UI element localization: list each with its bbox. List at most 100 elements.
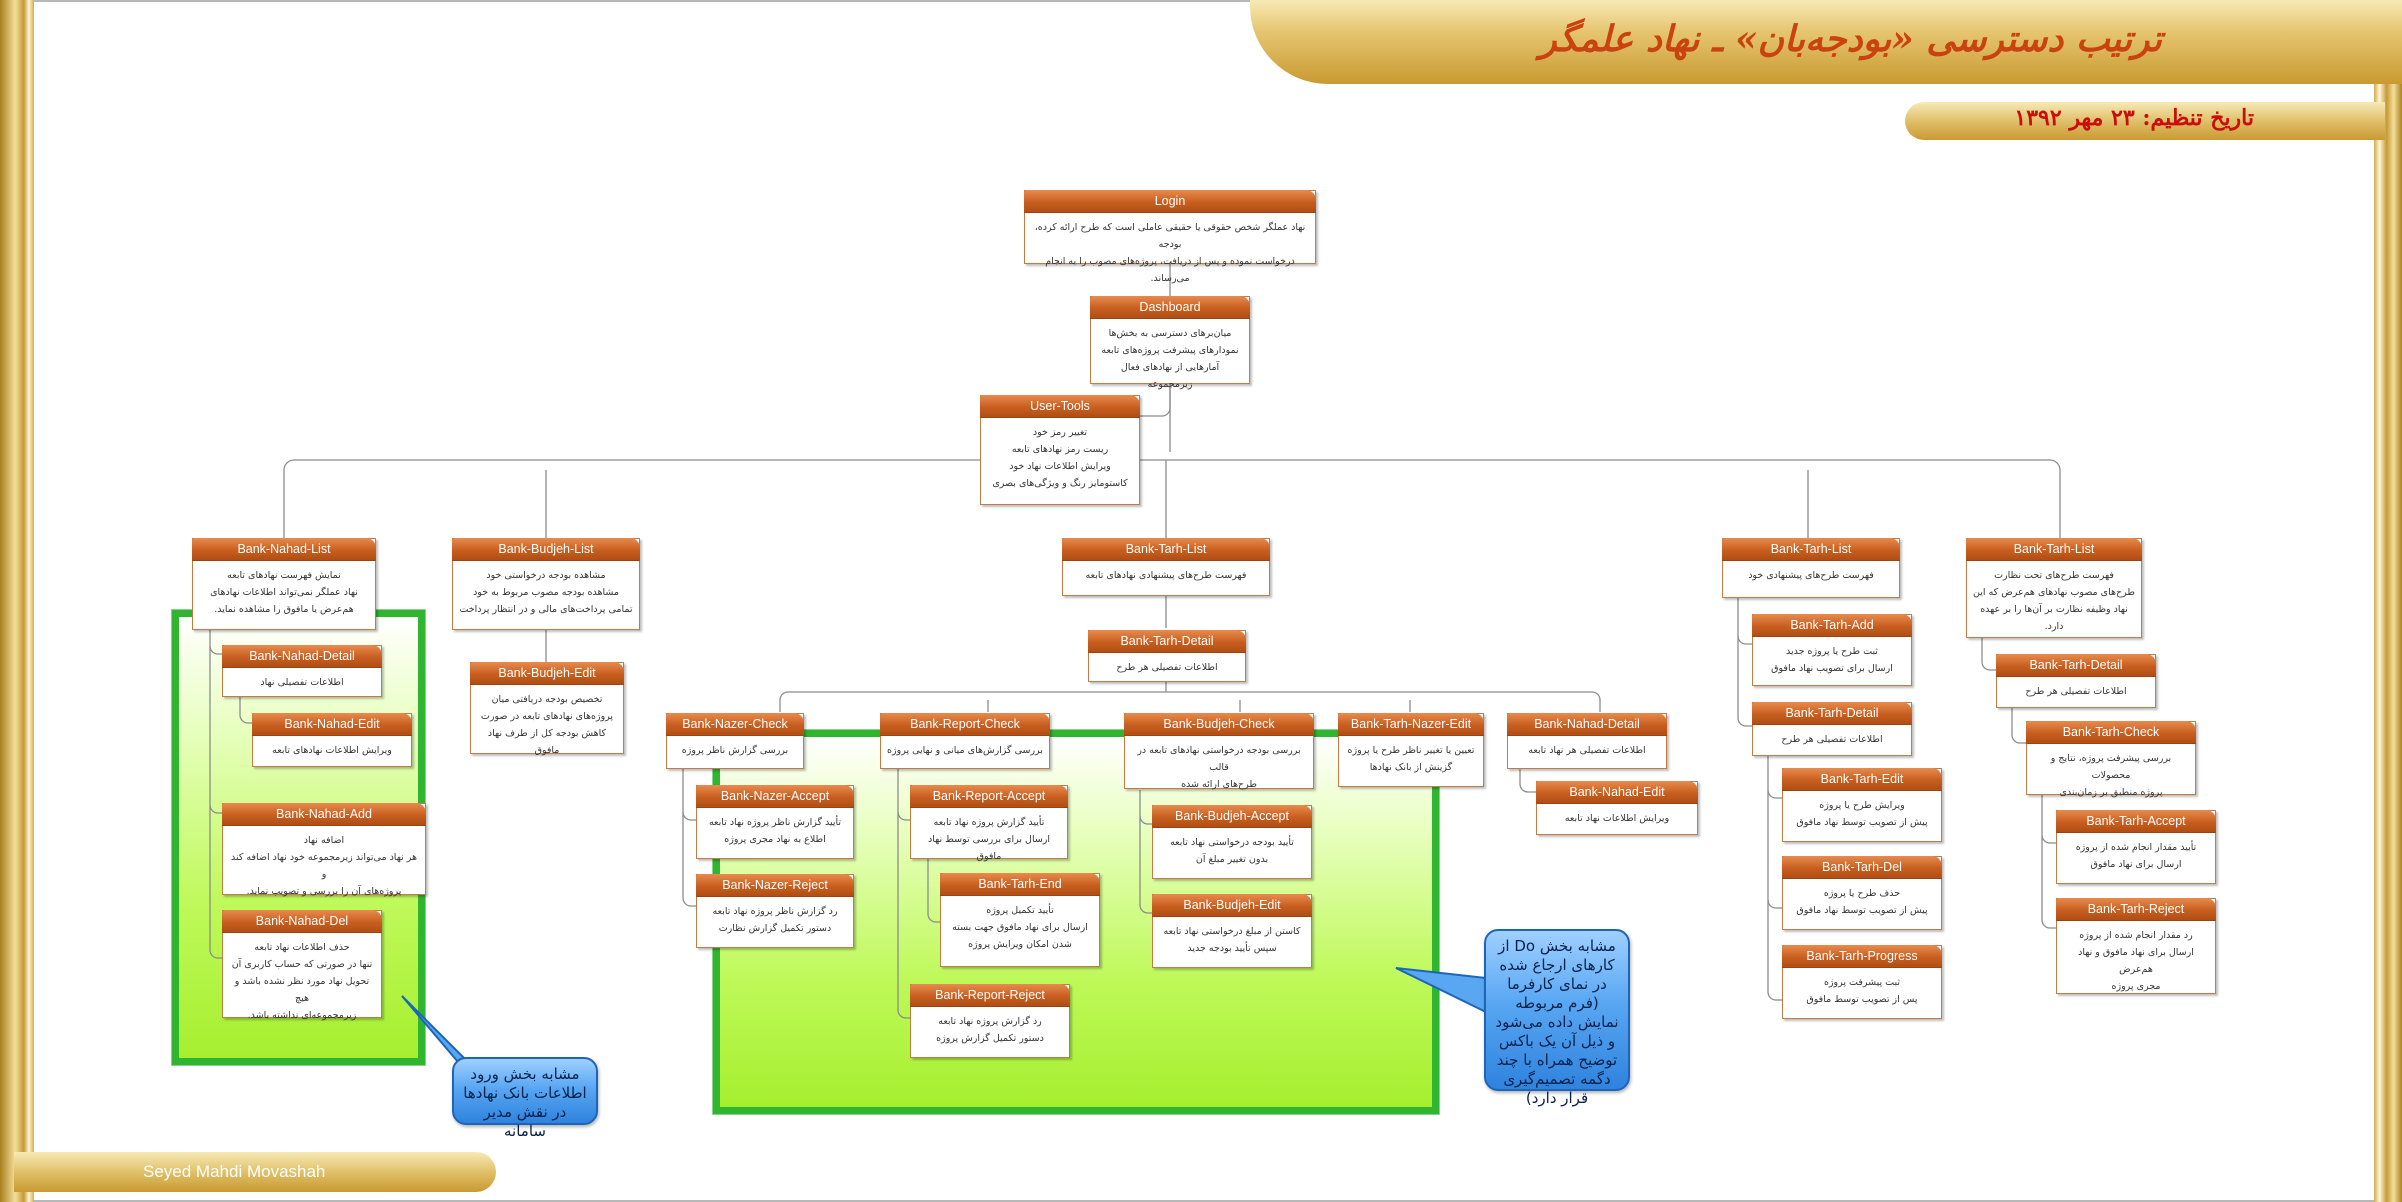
description-line: ثبت پیشرفت پروژه [1823,977,1900,988]
node-title: Login [1024,190,1316,213]
node-description: اطلاعات تفصیلی هر نهاد تابعه [1508,736,1666,763]
description-line: بررسی گزارش ناظر پروژه [681,745,789,756]
description-line: ویرایش طرح یا پروژه [1819,800,1905,811]
node-bank-nahad-list[interactable]: Bank-Nahad-List نمایش فهرست نهادهای تابع… [192,538,376,630]
node-title: Bank-Tarh-Detail [1752,702,1912,725]
node-title: Dashboard [1090,296,1250,319]
node-title: Bank-Tarh-Accept [2056,810,2216,833]
description-line: ارسال برای نهاد مافوق و نهاد هم‌عرض [2078,947,2194,975]
description-line: حذف طرح یا پروژه [1823,888,1901,899]
description-line: میان‌برهای دسترسی به بخش‌ها [1108,328,1232,339]
node-description: کاستن از مبلغ درخواستی نهاد تابعه سپس تأ… [1153,917,1311,961]
node-bank-nahad-detail[interactable]: Bank-Nahad-Detail اطلاعات تفصیلی نهاد [222,645,382,697]
callout-note-check: مشابه بخش Do از کارهای ارجاع شده در نمای… [1484,929,1630,1107]
node-bank-nazer-check[interactable]: Bank-Nazer-Check بررسی گزارش ناظر پروژه [666,713,804,769]
description-line: اطلاعات تفصیلی هر طرح [1781,734,1883,745]
description-line: رد گزارش پروژه نهاد تابعه [938,1016,1042,1027]
node-bank-tarh-detail-own[interactable]: Bank-Tarh-Detail اطلاعات تفصیلی هر طرح [1752,702,1912,756]
node-bank-tarh-end[interactable]: Bank-Tarh-End تأیید تکمیل پروژه ارسال بر… [940,873,1100,967]
node-title: Bank-Tarh-Check [2026,721,2196,744]
node-title: Bank-Budjeh-Edit [1152,894,1312,917]
node-bank-budjeh-list[interactable]: Bank-Budjeh-List مشاهده بودجه درخواستی خ… [452,538,640,630]
node-bank-tarh-del[interactable]: Bank-Tarh-Del حذف طرح یا پروژه پیش از تص… [1782,856,1942,930]
node-title: Bank-Budjeh-Accept [1152,805,1312,828]
node-description: تغییر رمز خود ریست رمز نهادهای تابعه ویر… [981,418,1139,496]
description-line: فهرست طرح‌های پیشنهادی خود [1748,570,1874,581]
node-title: Bank-Tarh-List [1722,538,1900,561]
description-line: اطلاعات تفصیلی هر طرح [1116,662,1218,673]
node-description: تأیید مقدار انجام شده از پروژه ارسال برا… [2057,833,2215,877]
description-line: ویرایش اطلاعات نهاد تابعه [1564,813,1670,824]
description-line: پروژه منطبق بر زمان‌بندی [2059,787,2163,798]
node-bank-tarh-progress[interactable]: Bank-Tarh-Progress ثبت پیشرفت پروژه پس ا… [1782,945,1942,1019]
node-title: Bank-Tarh-Nazer-Edit [1338,713,1484,736]
description-line: سپس تأیید بودجه جدید [1187,943,1277,954]
node-bank-budjeh-check[interactable]: Bank-Budjeh-Check بررسی بودجه درخواستی ن… [1124,713,1314,790]
node-description: رد گزارش پروژه نهاد تابعه دستور تکمیل گز… [911,1007,1069,1051]
description-line: ارسال برای نهاد مافوق جهت بسته [952,922,1088,933]
node-bank-nahad-edit-center[interactable]: Bank-Nahad-Edit ویرایش اطلاعات نهاد تابع… [1536,781,1698,835]
callout-note-nahad: مشابه بخش ورود اطلاعات بانک نهادها در نق… [452,1057,598,1140]
node-title: Bank-Nahad-Detail [1507,713,1667,736]
description-line: گزینش از بانک نهادها [1369,762,1453,773]
node-description: اطلاعات تفصیلی نهاد [223,668,381,695]
node-bank-tarh-reject[interactable]: Bank-Tarh-Reject رد مقدار انجام شده از پ… [2056,898,2216,994]
node-bank-tarh-list-super[interactable]: Bank-Tarh-List فهرست طرح‌های تحت نظارت ط… [1966,538,2142,638]
node-dashboard[interactable]: Dashboard میان‌برهای دسترسی به بخش‌ها نم… [1090,296,1250,390]
node-bank-report-check[interactable]: Bank-Report-Check بررسی گزارش‌های میانی … [880,713,1050,769]
node-user-tools[interactable]: User-Tools تغییر رمز خود ریست رمز نهادها… [980,395,1140,505]
node-title: Bank-Nazer-Check [666,713,804,736]
node-bank-tarh-check[interactable]: Bank-Tarh-Check بررسی پیشرفت پروژه، نتای… [2026,721,2196,798]
node-title: Bank-Tarh-End [940,873,1100,896]
node-description: اضافه نهاد هر نهاد می‌تواند زیرمجموعه خو… [223,826,425,904]
node-title: Bank-Tarh-Edit [1782,768,1942,791]
description-line: نهاد عملگر نمی‌تواند اطلاعات نهادهای [210,587,358,598]
description-line: ارسال برای تصویب نهاد مافوق [1771,663,1893,674]
description-line: پروژه‌های نهادهای تابعه در صورت [480,711,614,722]
description-line: تخصیص بودجه دریافتی میان [491,694,603,705]
node-bank-tarh-list-center[interactable]: Bank-Tarh-List فهرست طرح‌های پیشنهادی نه… [1062,538,1270,596]
node-description: رد مقدار انجام شده از پروژه ارسال برای ن… [2057,921,2215,999]
node-bank-tarh-list-own[interactable]: Bank-Tarh-List فهرست طرح‌های پیشنهادی خو… [1722,538,1900,598]
node-title: Bank-Report-Reject [910,984,1070,1007]
node-bank-nazer-reject[interactable]: Bank-Nazer-Reject رد گزارش ناظر پروژه نه… [696,874,854,948]
node-description: بررسی گزارش‌های میانی و نهایی پروژه [881,736,1049,763]
description-line: نهاد عملگر شخص حقوقی یا حقیقی عاملی است … [1034,222,1306,250]
description-line: طرح‌های ارائه شده [1181,779,1257,790]
node-title: User-Tools [980,395,1140,418]
node-title: Bank-Budjeh-Edit [470,662,624,685]
node-bank-nahad-detail-center[interactable]: Bank-Nahad-Detail اطلاعات تفصیلی هر نهاد… [1507,713,1667,769]
description-line: درخواست نموده و پس از دریافت، پروژه‌های … [1045,256,1295,284]
footer-band [14,1152,496,1192]
node-description: بررسی پیشرفت پروژه، نتایج و محصولات پروژ… [2027,744,2195,805]
node-bank-tarh-edit[interactable]: Bank-Tarh-Edit ویرایش طرح یا پروژه پیش ا… [1782,768,1942,842]
node-description: بررسی گزارش ناظر پروژه [667,736,803,763]
node-login[interactable]: Login نهاد عملگر شخص حقوقی یا حقیقی عامل… [1024,190,1316,284]
node-description: فهرست طرح‌های پیشنهادی نهادهای تابعه [1063,561,1269,588]
node-title: Bank-Report-Check [880,713,1050,736]
node-bank-nahad-edit[interactable]: Bank-Nahad-Edit ویرایش اطلاعات نهادهای ت… [252,713,412,767]
node-bank-tarh-nazer-edit[interactable]: Bank-Tarh-Nazer-Edit تعیین یا تغییر ناظر… [1338,713,1484,787]
description-line: کاستومایز رنگ و ویژگی‌های بصری [992,478,1128,489]
page-date: تاریخ تنظیم: ۲۳ مهر ۱۳۹۲ [2014,105,2254,131]
description-line: طرح‌های مصوب نهادهای هم‌عرض که این [1973,587,2135,598]
node-bank-report-reject[interactable]: Bank-Report-Reject رد گزارش پروژه نهاد ت… [910,984,1070,1058]
node-bank-tarh-add[interactable]: Bank-Tarh-Add ثبت طرح یا پروژه جدید ارسا… [1752,614,1912,686]
node-bank-tarh-detail-super[interactable]: Bank-Tarh-Detail اطلاعات تفصیلی هر طرح [1996,654,2156,708]
description-line: رد گزارش ناظر پروژه نهاد تابعه [712,906,838,917]
node-bank-nahad-add[interactable]: Bank-Nahad-Add اضافه نهاد هر نهاد می‌توا… [222,803,426,897]
node-bank-tarh-detail-center[interactable]: Bank-Tarh-Detail اطلاعات تفصیلی هر طرح [1088,630,1246,682]
node-bank-nazer-accept[interactable]: Bank-Nazer-Accept تأیید گزارش ناظر پروژه… [696,785,854,859]
node-description: ویرایش اطلاعات نهاد تابعه [1537,804,1697,831]
node-bank-nahad-del[interactable]: Bank-Nahad-Del حذف اطلاعات نهاد تابعه تن… [222,910,382,1021]
node-title: Bank-Tarh-Reject [2056,898,2216,921]
node-bank-budjeh-accept[interactable]: Bank-Budjeh-Accept تأیید بودجه درخواستی … [1152,805,1312,879]
description-line: بررسی پیشرفت پروژه، نتایج و محصولات [2050,753,2172,781]
node-bank-budjeh-edit[interactable]: Bank-Budjeh-Edit تخصیص بودجه دریافتی میا… [470,662,624,756]
node-bank-budjeh-edit-check[interactable]: Bank-Budjeh-Edit کاستن از مبلغ درخواستی … [1152,894,1312,968]
description-line: تنها در صورتی که حساب کاربری آن [231,959,373,970]
node-bank-tarh-accept[interactable]: Bank-Tarh-Accept تأیید مقدار انجام شده ا… [2056,810,2216,884]
node-description: اطلاعات تفصیلی هر طرح [1997,677,2155,704]
description-line: ویرایش اطلاعات نهادهای تابعه [272,745,392,756]
node-bank-report-accept[interactable]: Bank-Report-Accept تأیید گزارش پروژه نها… [910,785,1068,862]
